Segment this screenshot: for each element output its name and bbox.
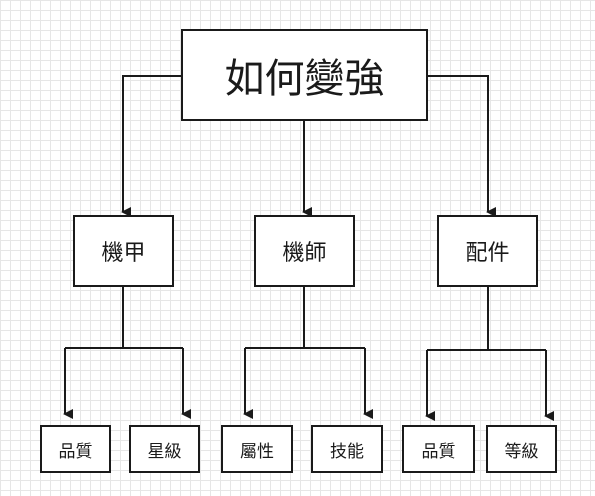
node-pilot[interactable]: 機師 [254, 215, 355, 287]
leaf-mecha-star-label: 星級 [147, 441, 182, 462]
leaf-accessory-level[interactable]: 等級 [486, 425, 557, 473]
connector-root-accessory [427, 75, 496, 217]
node-mecha-label: 機甲 [101, 241, 146, 266]
leaf-accessory-level-label: 等級 [504, 441, 539, 462]
leaf-mecha-star[interactable]: 星級 [129, 425, 200, 473]
connector-root-mecha [121, 75, 182, 217]
root-node-label: 如何變強 [224, 56, 385, 102]
node-accessory[interactable]: 配件 [437, 215, 538, 287]
leaf-mecha-quality[interactable]: 品質 [40, 425, 111, 473]
leaf-pilot-skill[interactable]: 技能 [311, 425, 383, 473]
node-accessory-label: 配件 [465, 241, 510, 266]
leaf-mecha-quality-label: 品質 [58, 441, 93, 462]
node-pilot-label: 機師 [282, 241, 327, 266]
leaf-pilot-skill-label: 技能 [330, 441, 364, 462]
node-mecha[interactable]: 機甲 [73, 215, 174, 287]
root-node[interactable]: 如何變強 [181, 29, 428, 121]
leaf-pilot-attribute-label: 屬性 [240, 441, 274, 462]
leaf-accessory-quality[interactable]: 品質 [402, 425, 475, 473]
leaf-accessory-quality-label: 品質 [421, 441, 456, 462]
leaf-pilot-attribute[interactable]: 屬性 [221, 425, 293, 473]
